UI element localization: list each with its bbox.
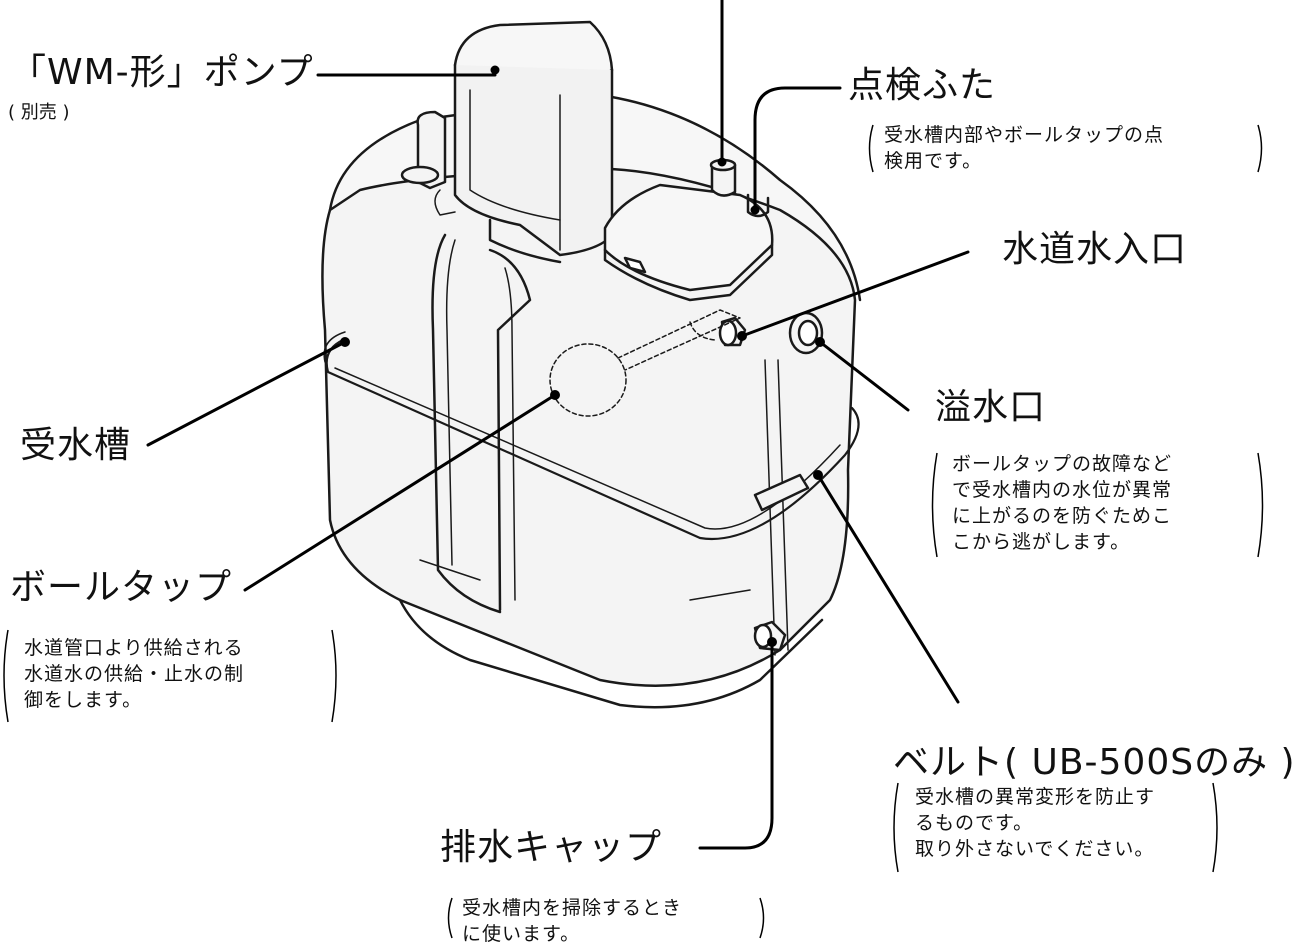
belt-note: 受水槽の異常変形を防止す るものです。 取り外さないでください。	[915, 784, 1215, 862]
ball-tap-float	[549, 343, 627, 417]
leader-belt	[816, 473, 960, 704]
note-line: 受水槽内を掃除するとき	[462, 897, 683, 919]
overflow-note: ボールタップの故障など で受水槽内の水位が異常 に上がるのを防ぐためこ こから逃…	[952, 451, 1252, 555]
overflow-label: 溢水口	[935, 387, 1047, 428]
tank-front-panel	[488, 248, 532, 612]
pump-label: 「WM-形」ポンプ	[10, 52, 314, 93]
note-line: こから逃がします。	[952, 531, 1131, 553]
note-line: 取り外さないでください。	[915, 838, 1155, 860]
tank-base	[398, 598, 824, 709]
water-inlet-label: 水道水入口	[1002, 229, 1188, 270]
note-line: 受水槽の異常変形を防止す	[915, 786, 1156, 808]
leader-inspection-lid	[753, 86, 842, 212]
note-line: 受水槽内部やボールタップの点	[884, 124, 1165, 146]
belt	[325, 338, 860, 541]
note-line: るものです。	[915, 812, 1034, 834]
ball-tap-note: 水道管口より供給される 水道水の供給・止水の制 御をします。	[24, 635, 329, 713]
inspection-lid-note: 受水槽内部やボールタップの点 検用です。	[884, 122, 1254, 174]
note-line: に使います。	[462, 923, 581, 945]
leader-drain-cap	[698, 640, 774, 850]
note-line: に上がるのを防ぐためこ	[952, 505, 1173, 527]
leader-water-inlet	[740, 250, 970, 338]
tank-label: 受水槽	[20, 425, 132, 466]
note-line: ボールタップの故障など	[952, 453, 1173, 475]
tank-left-panel	[431, 233, 502, 614]
belt-label: ベルト( UB-500Sのみ )	[893, 742, 1296, 783]
note-line: 水道管口より供給される	[24, 637, 244, 659]
ball-tap-label: ボールタップ	[10, 567, 233, 608]
drain-cap-label: 排水キャップ	[440, 827, 663, 868]
leader-tank	[146, 340, 347, 447]
note-line: 水道水の供給・止水の制	[24, 663, 245, 685]
note-line: 御をします。	[24, 689, 143, 711]
inspection-lid-label: 点検ふた	[848, 65, 997, 106]
note-line: で受水槽内の水位が異常	[952, 479, 1173, 501]
note-line: 検用です。	[884, 150, 983, 172]
pump-sub-label: ( 別売 )	[8, 102, 70, 123]
leader-ball-tap	[243, 393, 557, 592]
drain-cap-note: 受水槽内を掃除するとき に使います。	[462, 895, 762, 945]
leader-overflow	[818, 340, 910, 412]
